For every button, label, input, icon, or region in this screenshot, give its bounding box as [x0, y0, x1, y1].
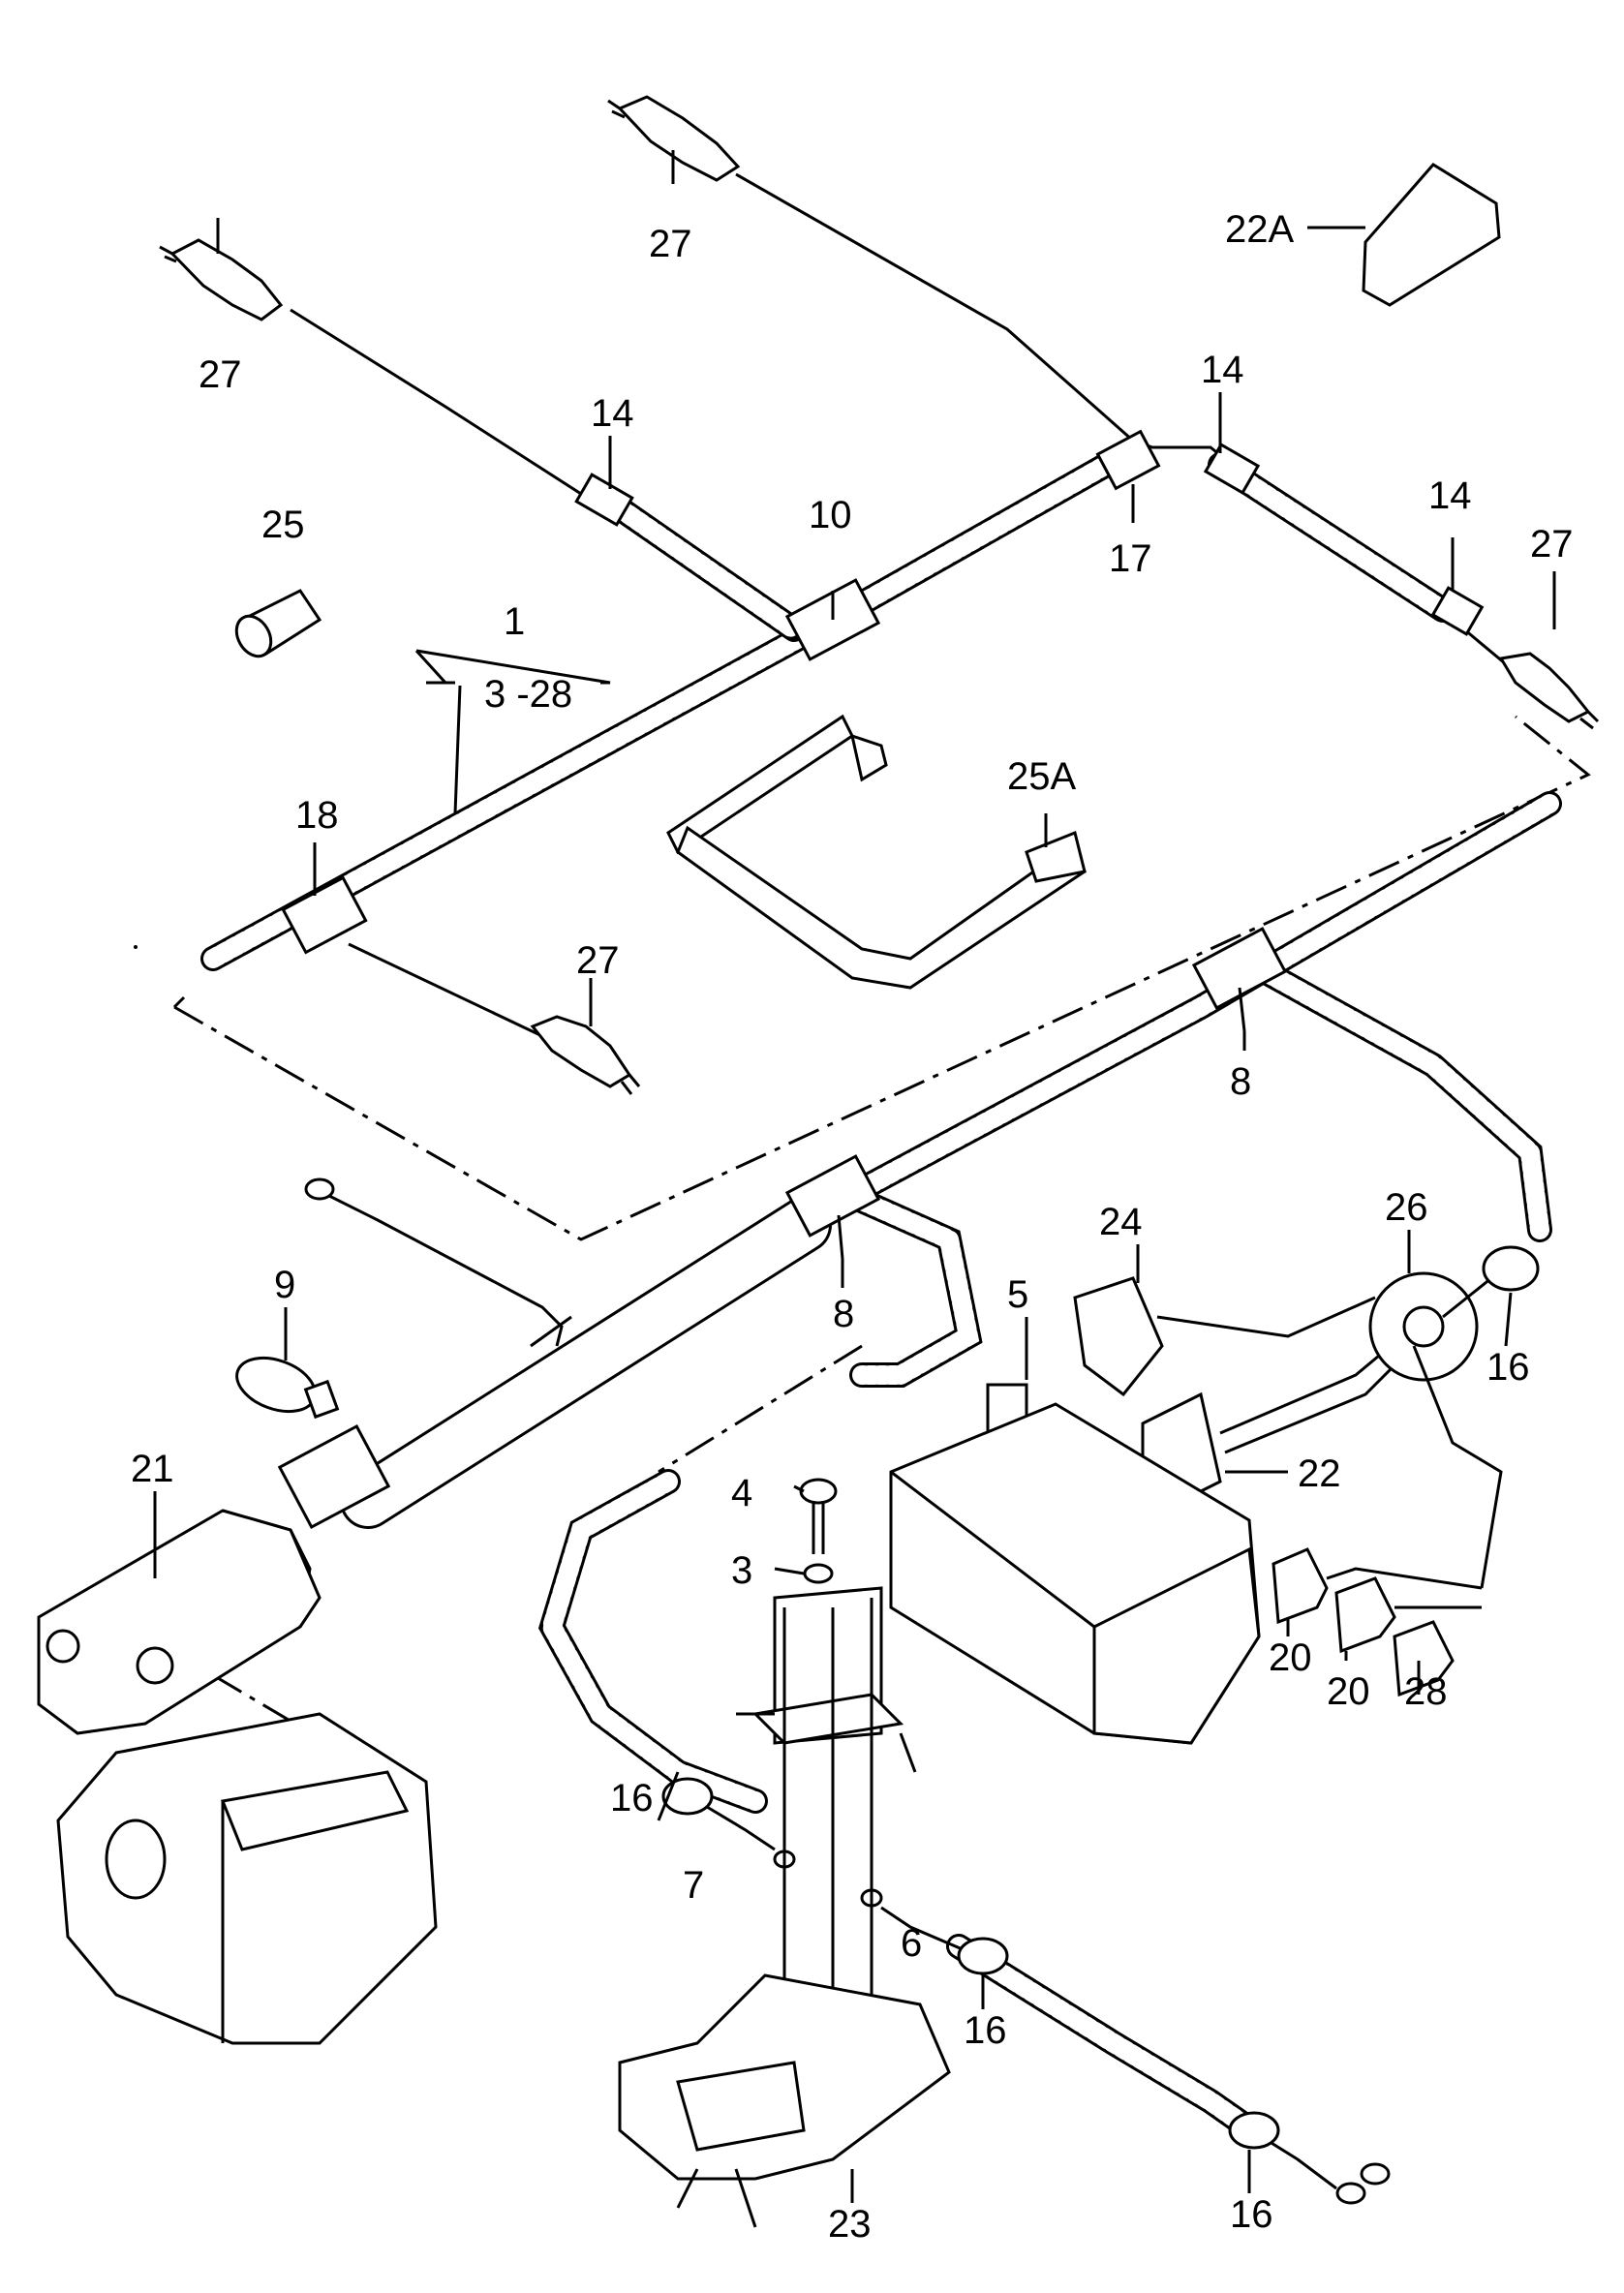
t-joint-8-upper	[1191, 927, 1288, 1032]
sensor-connector-icon	[1498, 652, 1600, 730]
stray-mark	[134, 945, 138, 949]
callout-1-range: 3 -28	[484, 673, 572, 716]
callout-22A: 22A	[1225, 208, 1294, 251]
callout-16-left: 16	[610, 1777, 654, 1819]
screw-4	[799, 1478, 838, 1554]
callout-10: 10	[809, 494, 852, 536]
callout-18: 18	[295, 794, 339, 837]
upper-sensor-wires	[290, 172, 1512, 1038]
callout-1: 1	[504, 600, 525, 643]
clip-14-right	[1203, 443, 1261, 495]
callout-9: 9	[274, 1264, 295, 1306]
callout-25: 25	[261, 504, 305, 546]
dashed-link-lower	[658, 1344, 863, 1474]
ring-terminals-right	[1228, 2111, 1391, 2205]
clip-14-far-right	[1430, 586, 1485, 636]
callout-27-b: 27	[649, 223, 692, 265]
callout-labels: 1 3 -28 3 4 5 6 7 8 8 9 10 14 14 14 16 1…	[131, 208, 1574, 2246]
washer-3	[803, 1563, 834, 1584]
callout-8-upper: 8	[1230, 1060, 1251, 1103]
sensor-connector-icon	[530, 1015, 641, 1095]
dashed-outline-link	[172, 995, 186, 1009]
callout-7: 7	[683, 1864, 704, 1907]
callout-23: 23	[828, 2203, 872, 2246]
ring-16-upper	[1482, 1245, 1540, 1292]
terminal-20-a	[1272, 1547, 1329, 1625]
cap-25	[234, 589, 322, 658]
clip-14-left	[574, 473, 634, 527]
callout-22: 22	[1298, 1452, 1341, 1495]
terminal-wires	[1326, 1567, 1483, 1609]
control-unit-box	[889, 1402, 1261, 1745]
callout-14-right: 14	[1201, 349, 1244, 391]
ring-terminals-middle	[860, 1888, 1009, 1975]
clip-17	[1095, 429, 1161, 491]
terminal-28	[1393, 1620, 1455, 1697]
callout-21: 21	[131, 1448, 174, 1490]
callout-14-left: 14	[591, 392, 634, 435]
ring-terminals-left	[661, 1777, 796, 1869]
callout-16-right: 16	[1230, 2193, 1273, 2236]
relay-housing-icon	[37, 1423, 391, 1735]
callout-5: 5	[1007, 1273, 1028, 1316]
callout-6: 6	[901, 1922, 922, 1965]
callout-27-c: 27	[1530, 523, 1574, 566]
callout-25A: 25A	[1007, 755, 1076, 798]
callout-24: 24	[1099, 1201, 1143, 1243]
grommet-icon	[1368, 1257, 1513, 1589]
holder-23	[618, 1586, 951, 2228]
callout-27-d: 27	[576, 939, 620, 982]
terminal-20-b	[1334, 1576, 1396, 1654]
sensor-connector-icon	[607, 95, 741, 182]
t-joint-8-lower	[784, 1154, 881, 1260]
connector-24	[1073, 1276, 1376, 1397]
callout-14-far: 14	[1428, 474, 1472, 517]
dashed-outline-upper	[173, 715, 1591, 1241]
callout-16-mid: 16	[964, 2009, 1007, 2052]
smooth-cable-section	[304, 1177, 832, 1529]
bracket-22A	[1362, 163, 1501, 307]
callout-4: 4	[731, 1472, 752, 1514]
callout-8-lower: 8	[833, 1293, 854, 1335]
callout-26: 26	[1385, 1186, 1428, 1229]
frame-25A	[666, 714, 1087, 990]
callout-27-a: 27	[199, 353, 242, 396]
callout-20-a: 20	[1269, 1636, 1312, 1679]
callout-3: 3	[731, 1549, 752, 1592]
leader-lines	[153, 150, 1556, 2203]
callout-16-upper: 16	[1486, 1346, 1530, 1389]
sensor-connector-icon	[159, 238, 284, 321]
callout-20-b: 20	[1327, 1670, 1370, 1713]
callout-28: 28	[1404, 1670, 1448, 1713]
clip-18	[281, 875, 368, 955]
cable-tie-icon	[235, 1356, 340, 1420]
battery-housing-icon	[56, 1712, 438, 2045]
lower-harness-conduit	[537, 791, 1562, 2148]
callout-17: 17	[1109, 537, 1152, 580]
